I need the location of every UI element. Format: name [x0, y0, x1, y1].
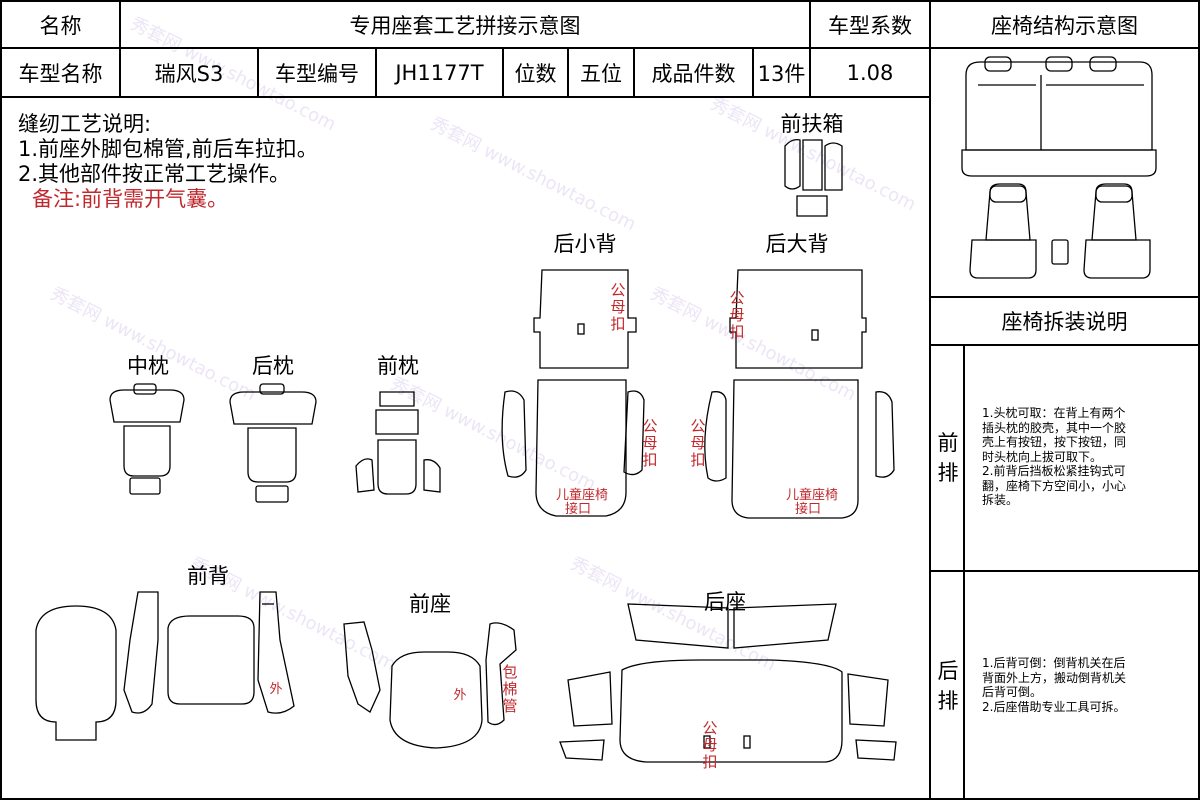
model-name-label: 车型名称 — [18, 61, 103, 86]
outer-marker: 外 — [269, 682, 283, 697]
model-name-value: 瑞风S3 — [154, 61, 224, 86]
label-front-seat: 前座 — [409, 592, 451, 616]
snap-marker: 公母扣 — [642, 417, 658, 469]
model-no-label: 车型编号 — [275, 61, 359, 86]
notes-line-2: 2.其他部件按正常工艺操作。 — [18, 162, 291, 186]
rear-row-label: 后排 — [937, 659, 959, 713]
pieces-value: 13件 — [757, 61, 806, 86]
coef-value: 1.08 — [846, 60, 894, 85]
name-label: 名称 — [39, 13, 82, 38]
sewing-notes: 缝纫工艺说明: 1.前座外脚包棉管,前后车拉扣。 2.其他部件按正常工艺操作。 … — [18, 112, 318, 212]
front-row-instructions: 1.头枕可取：在背上有两个 插头枕的胶壳，其中一个胶 壳上有按钮，按下按钮，同 … — [982, 406, 1127, 507]
snap-marker: 公母扣 — [702, 719, 718, 771]
snap-marker: 公母扣 — [729, 289, 745, 341]
outer-marker: 外 — [453, 688, 467, 703]
rear-row-instructions: 1.后背可倒：倒背机关在后 背面外上方，搬动倒背机关 后背可倒。 2.后座借助专… — [982, 656, 1127, 714]
front-pillow-pieces — [355, 391, 441, 495]
pieces-label: 成品件数 — [651, 61, 736, 86]
child-seat-marker-line2: 接口 — [564, 502, 592, 517]
rear-small-back-pieces — [501, 269, 645, 517]
label-rear-large-back: 后大背 — [765, 232, 829, 256]
front-back-pieces — [35, 591, 295, 741]
snap-marker: 公母扣 — [610, 281, 626, 333]
label-middle-pillow: 中枕 — [127, 354, 169, 378]
label-front-pillow: 前枕 — [377, 354, 419, 378]
rear-pillow-pieces — [229, 383, 317, 503]
label-front-back: 前背 — [187, 564, 229, 588]
label-rear-seat: 后座 — [704, 590, 746, 614]
seats-label: 位数 — [514, 61, 557, 86]
seats-value: 五位 — [580, 61, 622, 86]
label-front-armrest: 前扶箱 — [780, 112, 844, 136]
label-rear-pillow: 后枕 — [252, 354, 294, 378]
rear-seat-pieces — [559, 603, 897, 763]
wrap-tube-marker: 包棉管 — [502, 663, 518, 715]
label-rear-small-back: 后小背 — [553, 232, 617, 256]
child-seat-marker-line1: 儿童座椅 — [555, 488, 609, 503]
middle-pillow-pieces — [109, 383, 185, 495]
disassembly-title: 座椅拆装说明 — [1001, 310, 1128, 334]
child-seat-marker-line2: 接口 — [794, 502, 822, 517]
model-no-value: JH1177T — [395, 60, 484, 85]
front-armrest-pieces — [784, 138, 843, 217]
coef-label: 车型系数 — [828, 13, 912, 38]
page-title: 专用座套工艺拼接示意图 — [349, 13, 581, 38]
front-seat-pieces — [343, 621, 517, 749]
notes-remark: 备注:前背需开气囊。 — [32, 187, 229, 211]
notes-heading: 缝纫工艺说明: — [18, 112, 152, 136]
notes-line-1: 1.前座外脚包棉管,前后车拉扣。 — [18, 137, 318, 161]
rear-large-back-pieces — [704, 269, 895, 519]
front-row-label: 前排 — [937, 431, 959, 485]
seat-structure-diagram — [961, 56, 1157, 279]
snap-marker: 公母扣 — [690, 417, 706, 469]
structure-title: 座椅结构示意图 — [991, 13, 1138, 38]
child-seat-marker-line1: 儿童座椅 — [785, 488, 839, 503]
